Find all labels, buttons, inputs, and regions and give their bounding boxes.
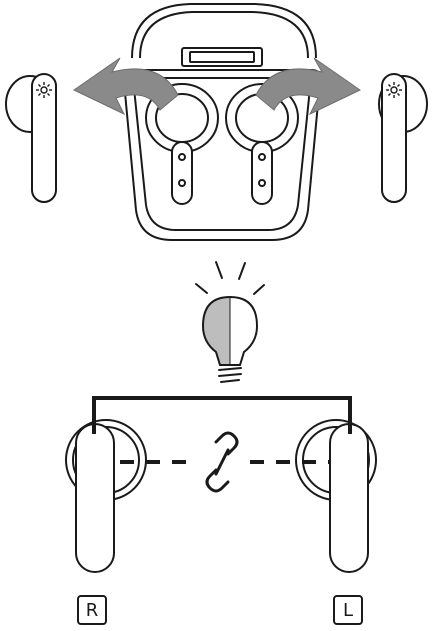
remove-arrow-right-icon [255,57,361,116]
left-label-text: L [342,599,354,621]
light-bulb-icon [195,261,265,383]
link-icon [205,431,239,493]
earbud-top-right-icon [378,73,428,203]
charging-case-icon [122,3,322,241]
connector-line [92,396,352,432]
earbud-right-icon [65,419,147,573]
earbud-left-icon [295,419,377,573]
sun-led-icon-left [36,82,52,98]
left-earbud-label: L [333,595,363,625]
earbud-top-left-icon [5,73,57,203]
right-label-text: R [85,599,99,621]
remove-arrow-left-icon [73,57,179,116]
sun-led-icon-right [386,82,402,98]
right-earbud-label: R [77,595,107,625]
